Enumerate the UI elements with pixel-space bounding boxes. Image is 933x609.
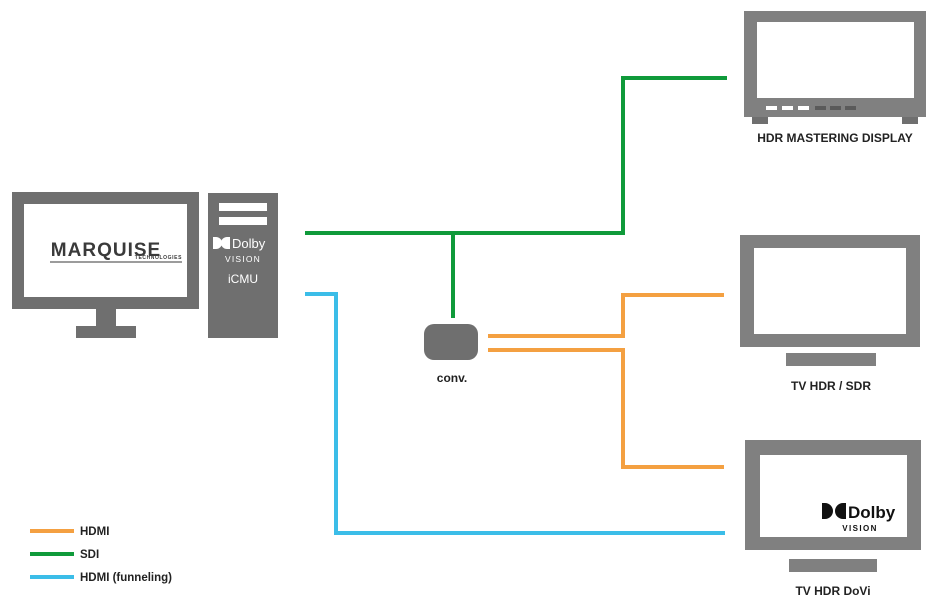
converter-box [424, 324, 478, 360]
tv-dovi-dolby-word: Dolby [848, 503, 896, 522]
tv-hdr-sdr-label: TV HDR / SDR [791, 379, 871, 393]
marquise-logo: MARQUISE [51, 240, 161, 261]
tower-dolby-icon [213, 237, 230, 249]
marquise-logo-sub: TECHNOLOGIES [135, 255, 182, 261]
tower-dolby-word: Dolby [232, 236, 266, 251]
sdi-cables [305, 76, 727, 318]
mastering-button-1 [766, 106, 777, 110]
workstation-neck [96, 309, 116, 327]
icmu-tower: Dolby VISION iCMU [208, 193, 278, 338]
mastering-button-6 [845, 106, 856, 110]
legend-label-sdi: SDI [80, 549, 99, 561]
legend: HDMI SDI HDMI (funneling) [30, 526, 172, 584]
workstation-screen [24, 204, 187, 297]
mastering-button-2 [782, 106, 793, 110]
tv-dovi-stand [789, 559, 877, 572]
hdmi-cable-to-tv-hdr-sdr [488, 293, 724, 338]
tower-drive-bay-1 [219, 203, 267, 211]
converter-label: conv. [437, 371, 467, 385]
tv-hdr-sdr: TV HDR / SDR [740, 235, 920, 393]
hdmi-tunneling-cables [305, 292, 725, 535]
tv-hdr-sdr-screen [754, 248, 906, 334]
sdi-cable-to-mastering [305, 76, 727, 235]
mastering-button-4 [815, 106, 826, 110]
tv-dovi-label: TV HDR DoVi [795, 584, 870, 598]
tv-dovi-dolby-icon [822, 503, 846, 519]
tv-dovi-dolby-vision: VISION [842, 524, 878, 533]
tower-drive-bay-2 [219, 217, 267, 225]
mastering-display: HDR MASTERING DISPLAY [744, 11, 926, 145]
legend-label-hdmi: HDMI [80, 526, 109, 538]
mastering-foot-left [752, 117, 768, 124]
hdmi-cables [488, 293, 724, 469]
tv-hdr-sdr-stand [786, 353, 876, 366]
mastering-foot-right [902, 117, 918, 124]
legend-label-hdmi-funneling: HDMI (funneling) [80, 572, 172, 584]
mastering-label: HDR MASTERING DISPLAY [757, 131, 913, 145]
tower-case [208, 193, 278, 338]
hdmi-cable-to-tv-dovi [488, 348, 724, 469]
mastering-button-5 [830, 106, 841, 110]
tower-dolby-vision: VISION [225, 254, 261, 264]
converter: conv. [424, 324, 478, 385]
tower-name: iCMU [228, 272, 258, 286]
mastering-button-3 [798, 106, 809, 110]
tv-dovi: Dolby VISION TV HDR DoVi [745, 440, 921, 598]
mastering-screen [757, 22, 914, 98]
workstation-base [76, 326, 136, 338]
workstation: MARQUISE TECHNOLOGIES [12, 192, 199, 338]
hdmi-tunneling-cable-to-tv-dovi [305, 292, 725, 535]
tv-dovi-screen [760, 455, 907, 537]
